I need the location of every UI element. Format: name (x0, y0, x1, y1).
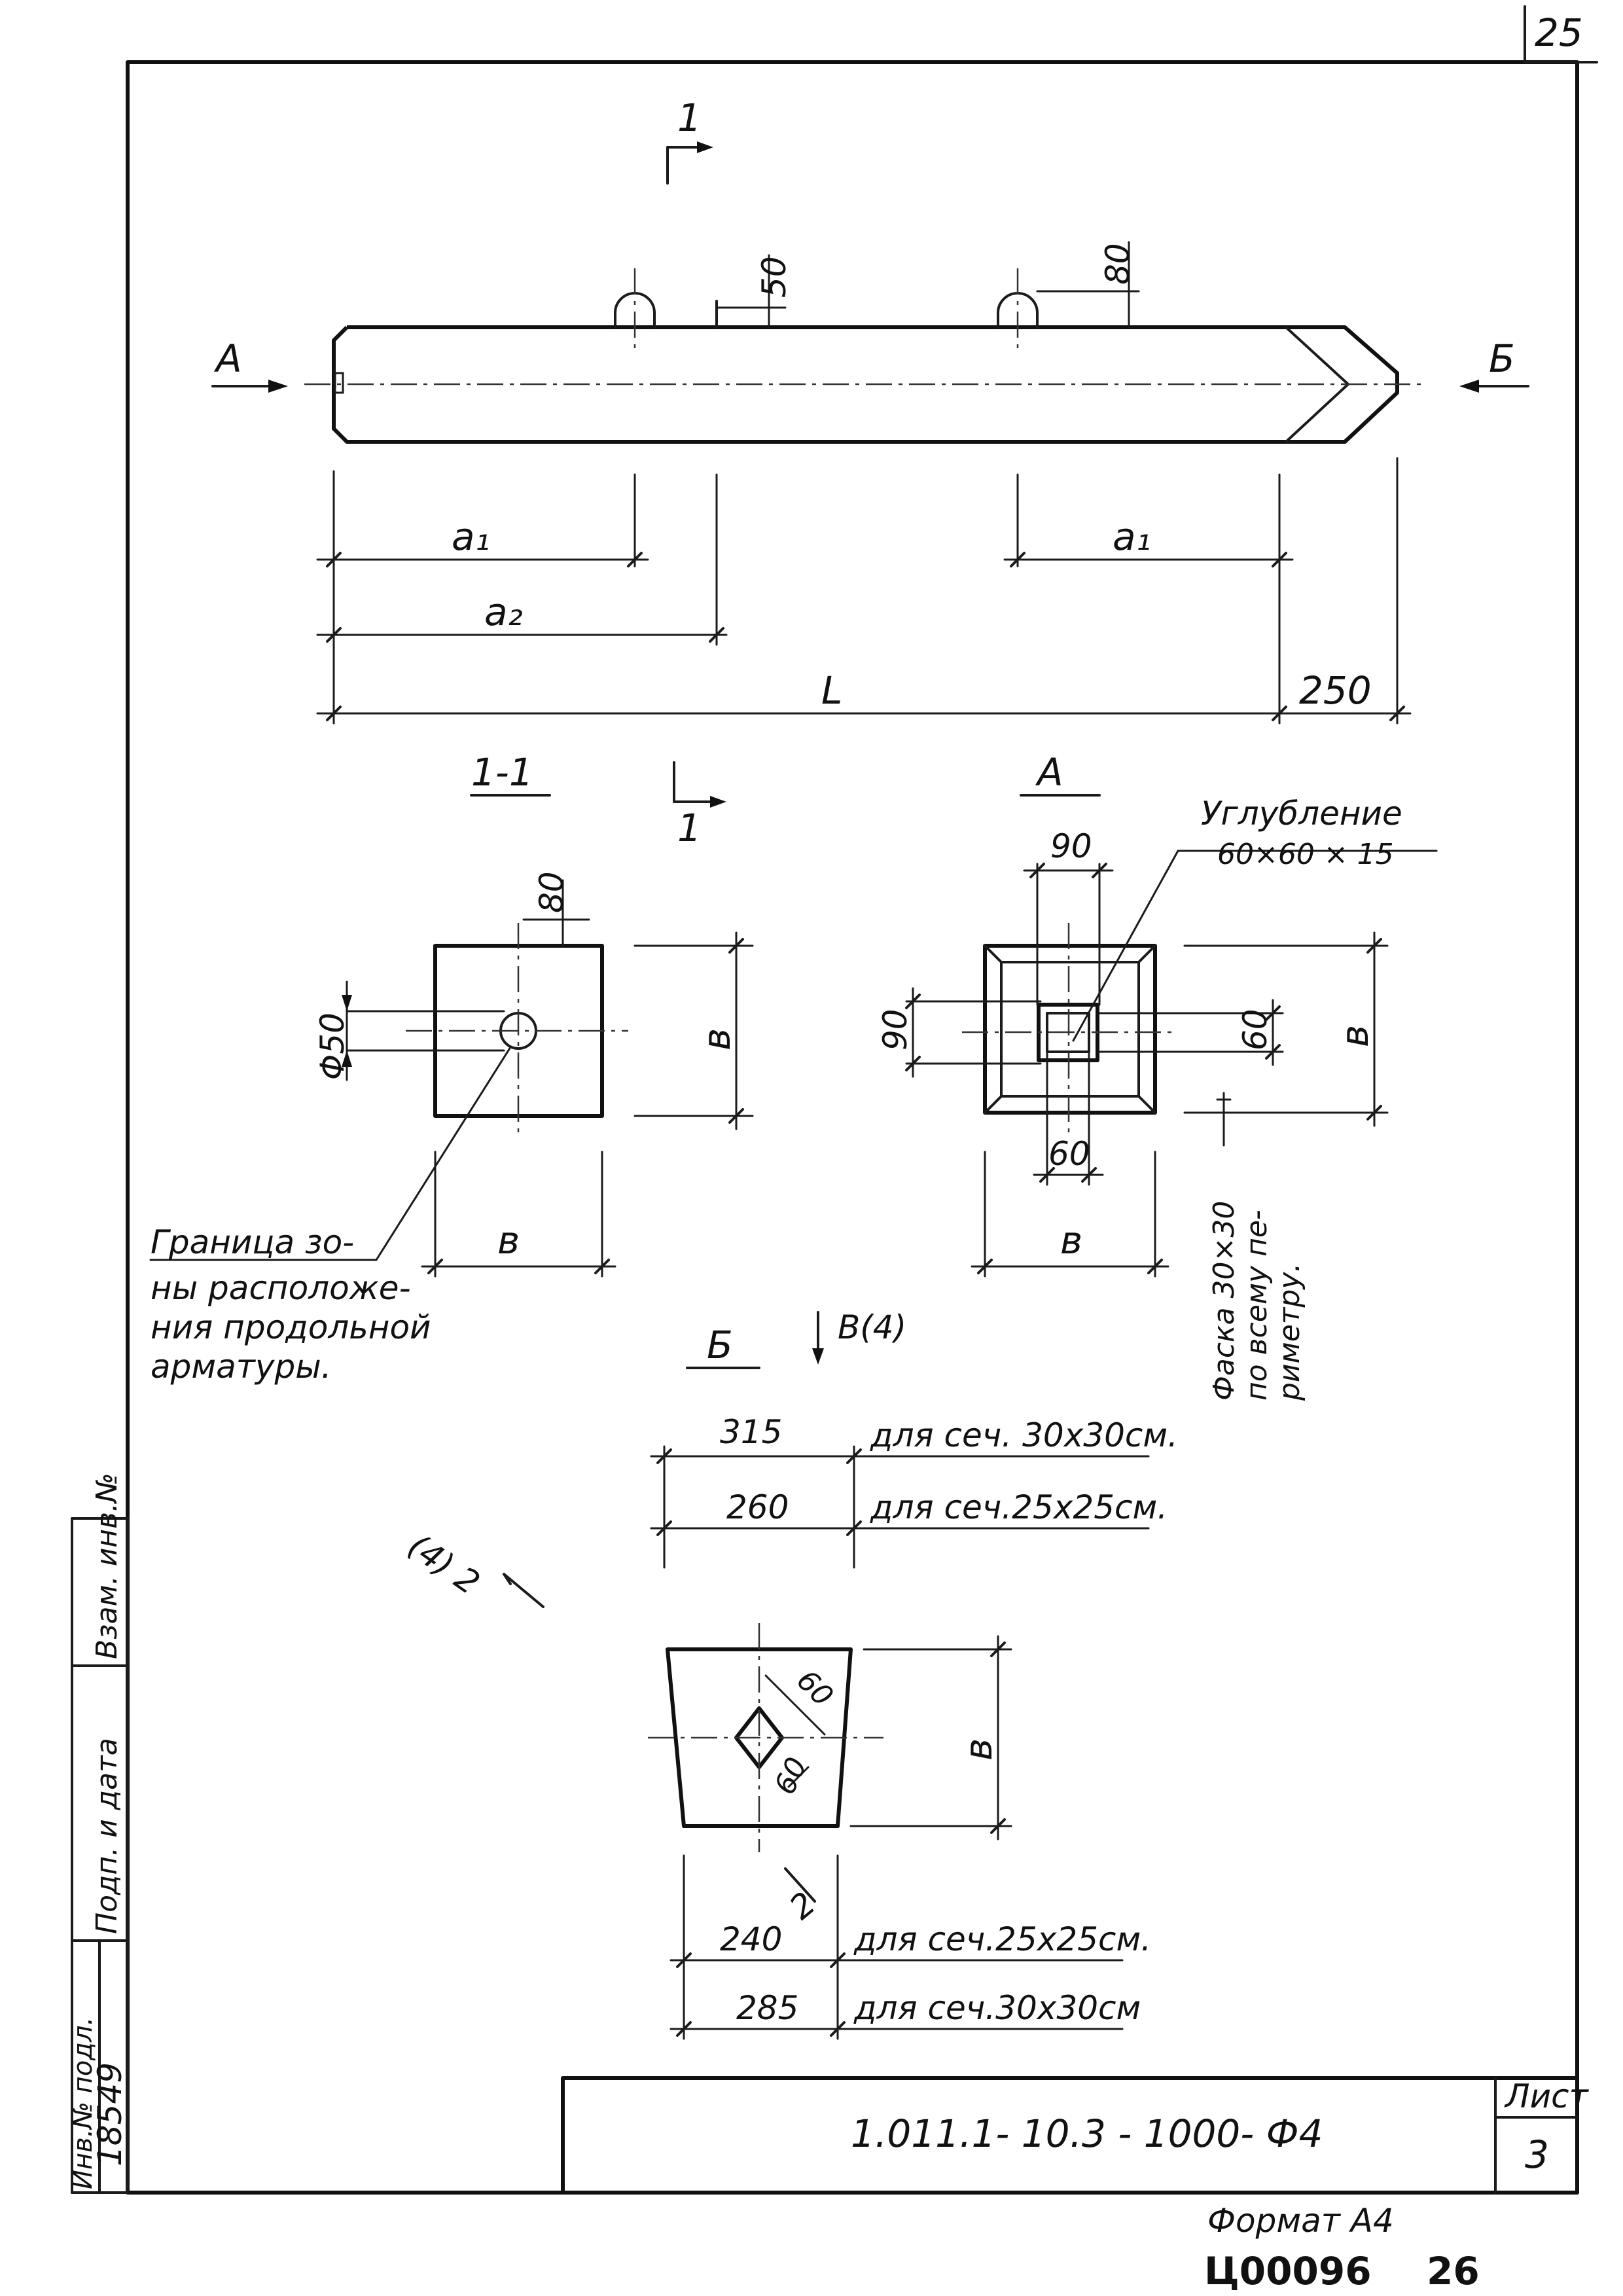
note-260: для сеч.25х25см. (870, 1488, 1168, 1526)
view-b-dim-60-a: 60 (790, 1664, 840, 1713)
recess-label: Углубление (1201, 795, 1402, 833)
recess-size: 60×60 × 15 (1217, 838, 1394, 871)
dim-a2: a₂ (484, 590, 523, 634)
dim-a1-left: a₁ (452, 514, 490, 559)
dim-a1-right: a₁ (1113, 514, 1151, 559)
view-a-title: А (1035, 750, 1063, 795)
section-1-1 (149, 761, 754, 1278)
view-a-dim-90-top: 90 (1050, 827, 1092, 865)
chamfer-note-3: риметру. (1273, 1263, 1306, 1401)
view-a-dim-60-right: 60 (1236, 1009, 1274, 1050)
section-1-1-title: 1-1 (471, 750, 533, 795)
sheet-frame (71, 5, 1598, 2195)
dim-315: 315 (720, 1413, 782, 1451)
view-b (503, 1311, 1150, 2040)
pile-elevation (211, 141, 1529, 725)
dim-250: 250 (1299, 668, 1372, 713)
dim-80-loop: 80 (1099, 243, 1137, 285)
view-a-dim-90-left: 90 (876, 1009, 914, 1050)
dim-285: 285 (736, 1989, 798, 2027)
section-mark-top: 1 (677, 96, 702, 140)
view-a-dim-60-bottom: 60 (1048, 1135, 1090, 1173)
section-mark-bottom-2: 2 (782, 1884, 823, 1927)
section-cut-mark: 1 (677, 806, 702, 850)
note-line-4: арматуры. (151, 1348, 332, 1386)
page-number: 26 (1427, 2249, 1480, 2293)
view-b-dim-b-vertical: в (956, 1738, 1001, 1761)
archive-code: Ц00096 (1204, 2249, 1372, 2293)
view-a (905, 794, 1438, 1278)
chamfer-note-2: по всему пе- (1240, 1210, 1274, 1401)
view-b-arrow-label: Б (1489, 336, 1515, 381)
stamp-inv-original: Инв.№ подл. (68, 2017, 98, 2189)
document-code: 1.011.1- 10.3 - 1000- Ф4 (851, 2111, 1323, 2156)
note-line-2: ны расположе- (151, 1269, 411, 1307)
view-b-mark: В(4) (838, 1308, 906, 1346)
corner-number: 25 (1535, 10, 1583, 55)
dim-L: L (821, 668, 842, 713)
section-mark-top-2: (4) 2 (401, 1526, 486, 1602)
dim-50: 50 (755, 256, 793, 298)
note-line-3: ния продольной (151, 1308, 431, 1346)
section-dim-b-vertical: в (694, 1028, 739, 1050)
stamp-sign-date: Подп. и дата (90, 1738, 124, 1934)
dim-260: 260 (726, 1488, 789, 1526)
view-a-dim-b-horizontal: в (1060, 1218, 1082, 1263)
section-dim-b-horizontal: в (497, 1218, 520, 1263)
note-line-1: Граница зо- (151, 1223, 354, 1261)
dim-240: 240 (720, 1920, 782, 1958)
view-a-dim-b-vertical: в (1332, 1025, 1377, 1047)
view-b-title: Б (707, 1323, 733, 1367)
view-b-dim-60-b: 60 (768, 1752, 814, 1799)
note-240: для сеч.25х25см. (853, 1920, 1151, 1958)
stamp-replace-inv: Взам. инв.№ (90, 1473, 124, 1659)
sheet-number: 3 (1525, 2132, 1549, 2177)
note-285: для сеч.30х30см (853, 1989, 1141, 2027)
dim-phi50: Φ50 (313, 1013, 351, 1080)
section-dim-80: 80 (533, 871, 571, 913)
sheet-label: Лист (1504, 2077, 1590, 2115)
format-label: Формат А4 (1207, 2202, 1394, 2240)
stamp-inv-number: 18549 (91, 2062, 129, 2166)
note-315: для сеч. 30х30см. (870, 1416, 1178, 1454)
chamfer-note-1: Фаска 30×30 (1207, 1201, 1241, 1401)
view-a-arrow-label: А (213, 336, 242, 381)
